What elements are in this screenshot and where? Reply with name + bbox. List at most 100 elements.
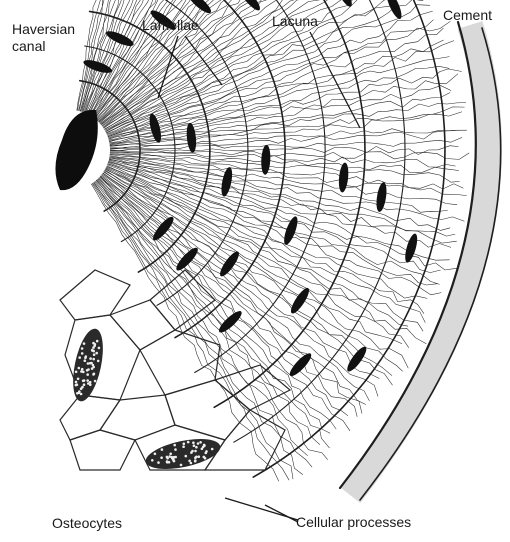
lacuna [332, 0, 355, 9]
stipple-dot [96, 340, 99, 343]
stipple-dot [194, 450, 197, 453]
stipple-dot [168, 461, 171, 464]
stipple-dot [160, 456, 163, 459]
stipple-dot [87, 362, 90, 365]
canaliculus [103, 173, 393, 385]
canaliculus [104, 171, 402, 344]
stipple-dot [161, 448, 164, 451]
lacuna [384, 0, 404, 21]
stipple-dot [86, 379, 89, 382]
lamellae-label: Lamellae [142, 17, 199, 33]
lacuna-label: Lacuna [272, 13, 318, 29]
canaliculus [96, 180, 320, 444]
canaliculus [104, 171, 409, 368]
stipple-dot [166, 456, 169, 459]
canaliculus [107, 166, 427, 299]
stipple-dot [195, 446, 198, 449]
stipple-dot [180, 464, 183, 467]
stipple-dot [168, 455, 171, 458]
stipple-dot [81, 368, 84, 371]
stipple-dot [97, 360, 100, 363]
stipple-dot [89, 357, 92, 360]
stipple-dot [84, 359, 87, 362]
stipple-dot [98, 347, 101, 350]
stipple-dot [198, 455, 201, 458]
canaliculus [110, 103, 466, 146]
stipple-dot [93, 353, 96, 356]
stipple-dot [95, 352, 98, 355]
cellular-processes-label: Cellular processes [296, 514, 411, 530]
osteocyte-cell-1 [68, 326, 109, 404]
lacuna [403, 232, 420, 263]
stipple-dot [193, 444, 196, 447]
stipple-dot [174, 448, 177, 451]
stipple-dot [172, 459, 175, 462]
stipple-dot [89, 384, 92, 387]
cellular-processes-pointer-2 [265, 505, 298, 522]
canaliculus [99, 178, 348, 416]
canaliculus [110, 155, 467, 196]
stipple-dot [85, 355, 88, 358]
stipple-dot [203, 456, 206, 459]
stipple-dot [188, 460, 191, 463]
stipple-dot [91, 367, 94, 370]
stipple-dot [190, 462, 193, 465]
stipple-dot [92, 358, 95, 361]
stipple-dot [202, 446, 205, 449]
stipple-dot [83, 342, 86, 345]
stipple-dot [83, 379, 86, 382]
stipple-dot [183, 442, 186, 445]
stipple-dot [82, 371, 85, 374]
canaliculus [110, 137, 462, 149]
stipple-dot [197, 442, 200, 445]
stipple-dot [199, 441, 202, 444]
lacuna [185, 122, 197, 153]
stipple-dot [190, 451, 193, 454]
stipple-dot [92, 346, 95, 349]
canaliculus [110, 112, 462, 147]
lacuna [288, 286, 312, 316]
lamellae-rings [80, 0, 445, 477]
label-cellular-processes: Cellular processes [225, 498, 411, 530]
stipple-dot [89, 381, 92, 384]
lacuna [281, 215, 300, 246]
label-osteocytes: Osteocytes [52, 515, 122, 531]
canaliculus [102, 175, 379, 397]
label-haversian-canal: Haversian canal [12, 21, 75, 54]
stipple-dot [92, 350, 95, 353]
stipple-dot [154, 453, 157, 456]
stipple-dot [87, 368, 90, 371]
stipple-dot [194, 456, 197, 459]
stipple-dot [81, 352, 84, 355]
cement-line [340, 22, 501, 500]
stipple-dot [81, 386, 84, 389]
stipple-dot [78, 390, 81, 393]
stipple-dot [194, 460, 197, 463]
stipple-dot [211, 448, 214, 451]
lacuna [375, 182, 388, 213]
lacunae [82, 0, 420, 379]
stipple-dot [185, 455, 188, 458]
canaliculus [110, 151, 469, 160]
stipple-dot [78, 356, 81, 359]
stipple-dot [93, 373, 96, 376]
stipple-dot [173, 444, 176, 447]
canaliculus [93, 183, 293, 479]
canaliculus [110, 146, 459, 155]
stipple-dot [192, 441, 195, 444]
stipple-dot [86, 373, 89, 376]
canaliculus [94, 182, 312, 467]
stipple-dot [75, 371, 78, 374]
stipple-dot [75, 381, 78, 384]
stipple-dot [205, 452, 208, 455]
lacuna [216, 308, 244, 335]
cement-label: Cement [443, 7, 492, 23]
stipple-dot [151, 459, 154, 462]
stipple-dot [169, 453, 172, 456]
osteocyte-cell-2 [143, 433, 223, 474]
stipple-dot [157, 461, 160, 464]
stipple-dot [187, 441, 190, 444]
haversian-canal-label-line2: canal [12, 38, 45, 54]
